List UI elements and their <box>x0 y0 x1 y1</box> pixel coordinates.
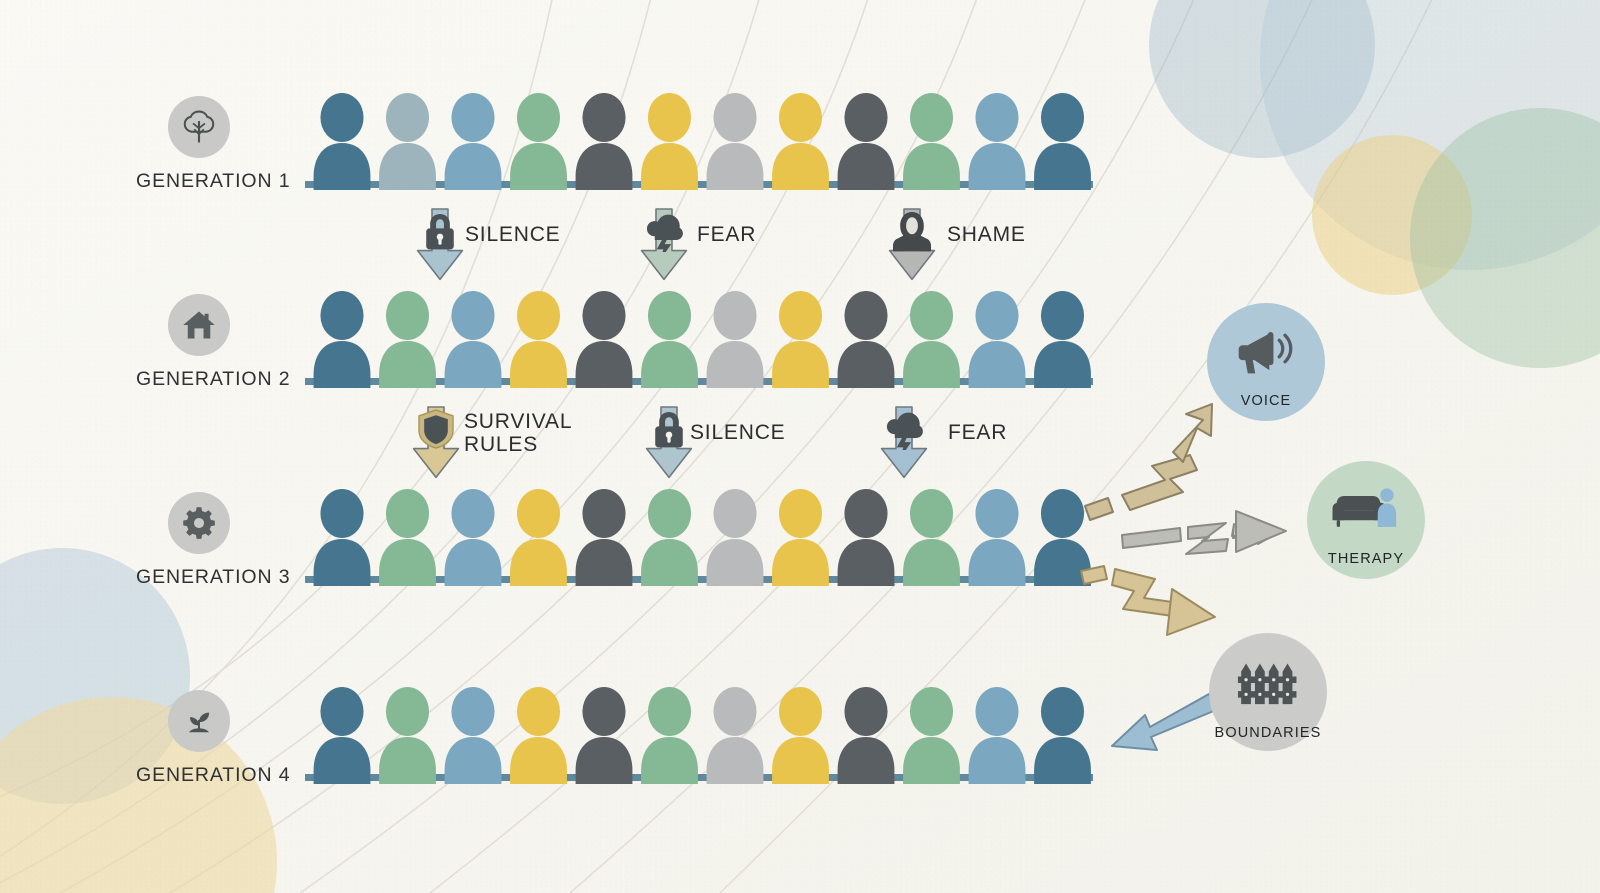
person-figure <box>706 488 764 586</box>
survival-rules-line1: SURVIVAL <box>464 410 573 433</box>
survival-rules-line2: RULES <box>464 432 539 456</box>
transmission-arrow-fear <box>880 406 928 479</box>
gen-icon-3 <box>168 492 230 554</box>
person-figure <box>641 686 698 784</box>
person-figure <box>313 686 371 784</box>
person-figure <box>510 488 567 586</box>
person-figure <box>903 290 960 388</box>
outcome-label-therapy: THERAPY <box>1327 551 1405 567</box>
person-figure <box>313 488 371 586</box>
person-figure <box>772 488 829 586</box>
person-figure <box>641 92 698 190</box>
person-figure <box>379 92 436 190</box>
transmission-label-fear-2: FEAR <box>948 421 1008 444</box>
megaphone-icon <box>1236 327 1296 380</box>
person-figure <box>903 92 960 190</box>
shield-icon <box>418 409 454 449</box>
person-figure <box>379 290 436 388</box>
person-figure <box>641 488 698 586</box>
person-figure <box>641 290 698 388</box>
person-figure <box>837 488 895 586</box>
transmission-arrow-silence <box>645 406 693 479</box>
person-figure <box>968 686 1026 784</box>
person-figure <box>968 488 1026 586</box>
transmission-arrow-shame <box>888 208 936 281</box>
people-row-4 <box>313 686 1091 784</box>
transmission-label-silence-2: SILENCE <box>690 421 786 444</box>
connector-arrow-gen3-to-therapy <box>1121 510 1287 555</box>
gen-label-4: GENERATION 4 <box>136 764 291 786</box>
sprout-icon <box>181 703 217 739</box>
person-figure <box>1034 686 1091 784</box>
outcome-label-voice: VOICE <box>1240 393 1292 409</box>
person-figure <box>510 290 567 388</box>
gen-icon-4 <box>168 690 230 752</box>
connector-arrow-boundaries-to-gen4 <box>1111 693 1217 751</box>
person-figure <box>379 686 436 784</box>
transmission-label-survival-rules: SURVIVAL RULES <box>464 410 573 456</box>
person-figure <box>837 92 895 190</box>
person-figure <box>575 290 633 388</box>
house-icon <box>181 307 217 343</box>
gen-label-1: GENERATION 1 <box>136 170 291 192</box>
transmission-label-fear-1: FEAR <box>697 223 757 246</box>
person-figure <box>444 290 502 388</box>
person-figure <box>379 488 436 586</box>
people-row-3 <box>313 488 1091 586</box>
transmission-label-silence-1: SILENCE <box>465 223 561 246</box>
person-figure <box>444 686 502 784</box>
outcome-therapy[interactable]: THERAPY <box>1307 461 1425 579</box>
people-row-2 <box>313 290 1091 388</box>
person-figure <box>510 92 567 190</box>
gen-icon-1 <box>168 96 230 158</box>
person-figure <box>444 92 502 190</box>
tree-icon <box>180 108 218 146</box>
transmission-arrow-silence <box>416 208 464 281</box>
couch-person-icon <box>1330 485 1402 532</box>
person-figure <box>903 686 960 784</box>
person-figure <box>772 290 829 388</box>
gen-label-3: GENERATION 3 <box>136 566 291 588</box>
person-figure <box>575 488 633 586</box>
gen-label-2: GENERATION 2 <box>136 368 291 390</box>
gear-icon <box>181 505 217 541</box>
person-figure <box>313 92 371 190</box>
hooded-figure-icon <box>892 211 932 252</box>
person-figure <box>706 92 764 190</box>
person-figure <box>313 290 371 388</box>
person-figure <box>1034 92 1091 190</box>
people-row-1 <box>313 92 1091 190</box>
person-figure <box>575 92 633 190</box>
person-figure <box>444 488 502 586</box>
gen-icon-2 <box>168 294 230 356</box>
person-figure <box>706 290 764 388</box>
person-figure <box>772 686 829 784</box>
connector-arrow-gen3-to-voice <box>1084 403 1213 521</box>
connector-arrow-gen3-to-boundaries <box>1080 565 1216 636</box>
person-figure <box>903 488 960 586</box>
person-figure <box>968 92 1026 190</box>
transmission-arrow-fear <box>640 208 688 281</box>
fence-icon <box>1237 657 1299 709</box>
person-figure <box>510 686 567 784</box>
person-figure <box>706 686 764 784</box>
person-figure <box>772 92 829 190</box>
decor-blob <box>1312 135 1472 295</box>
outcome-voice[interactable]: VOICE <box>1207 303 1325 421</box>
person-figure <box>575 686 633 784</box>
person-figure <box>968 290 1026 388</box>
person-figure <box>837 290 895 388</box>
person-figure <box>837 686 895 784</box>
transmission-label-shame-1: SHAME <box>947 223 1026 246</box>
row-baselines <box>305 181 1093 781</box>
outcome-label-boundaries: BOUNDARIES <box>1214 725 1322 741</box>
decor-blob <box>1410 108 1600 368</box>
decor-blob <box>1149 0 1375 158</box>
outcome-boundaries[interactable]: BOUNDARIES <box>1209 633 1327 751</box>
transmission-arrow-survival-rules <box>412 406 460 479</box>
person-figure <box>1034 290 1091 388</box>
